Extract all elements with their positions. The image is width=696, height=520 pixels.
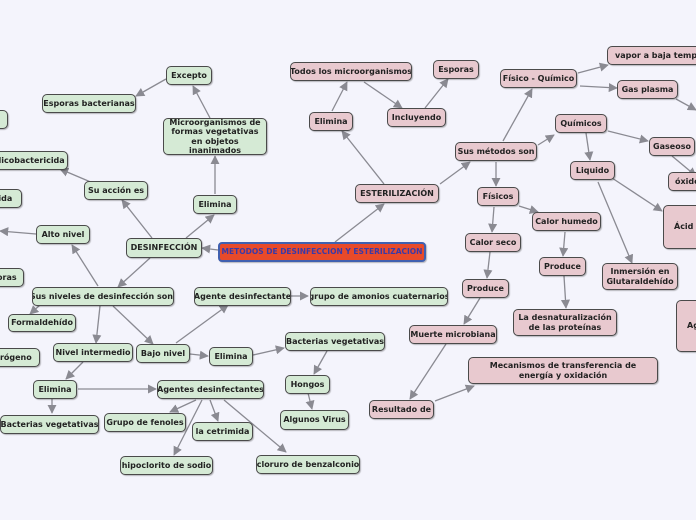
su-accion-es-node[interactable]: Su acción es <box>84 181 148 200</box>
micobactericida-node[interactable]: Micobactericida <box>0 151 68 170</box>
elimina-intermedio-node[interactable]: Elimina <box>33 380 77 399</box>
nivel-intermedio-node[interactable]: Nivel intermedio <box>53 343 133 362</box>
esporas-node[interactable]: Esporas <box>433 60 479 79</box>
fisicos-node[interactable]: Físicos <box>477 187 519 206</box>
alto-nivel-node[interactable]: Alto nivel <box>36 225 90 244</box>
sus-niveles-node[interactable]: Sus niveles de desinfección son: <box>32 287 174 306</box>
partial-top-node[interactable] <box>0 110 8 129</box>
incluyendo-node[interactable]: Incluyendo <box>387 108 446 127</box>
cetrimida-node[interactable]: la cetrimida <box>192 422 253 441</box>
mecanismos-transferencia-node[interactable]: Mecanismos de transferencia de energía y… <box>468 357 658 384</box>
produce-humedo-node[interactable]: Produce <box>539 257 586 276</box>
cloruro-benzalconio-node[interactable]: cloruro de benzalconio <box>256 455 360 474</box>
acido-peracetico-node[interactable]: Ácid peracé 0,2% 30° <box>663 205 696 249</box>
cida-node[interactable]: cida <box>0 189 22 208</box>
ag-partial-node[interactable]: Ag es ba <box>676 300 696 352</box>
vapor-baja-temperatura-node[interactable]: vapor a baja tempera <box>607 46 696 65</box>
todos-microorganismos-node[interactable]: Todos los microorganismos <box>290 62 412 81</box>
quimicos-node[interactable]: Químicos <box>555 114 607 133</box>
fisico-quimico-node[interactable]: Físico - Químico <box>500 69 577 88</box>
microorganismos-formas-vegetativas-node[interactable]: Microorganismos de formas vegetativas en… <box>163 118 267 155</box>
hongos-node[interactable]: Hongos <box>285 375 330 394</box>
esterilizacion-node[interactable]: ESTERILIZACIÓN <box>355 184 439 203</box>
grupo-amonios-node[interactable]: grupo de amonios cuaternarios <box>310 287 448 306</box>
hipoclorito-node[interactable]: hipoclorito de sodio <box>120 456 213 475</box>
agente-desinfectante-node[interactable]: Agente desinfectante <box>194 287 291 306</box>
grupo-fenoles-node[interactable]: Grupo de fenoles <box>104 413 186 432</box>
resultado-de-node[interactable]: Resultado de <box>369 400 434 419</box>
sus-metodos-node[interactable]: Sus métodos son <box>455 142 537 161</box>
excepto-node[interactable]: Excepto <box>166 66 212 85</box>
formaldehido-node[interactable]: Formaldehído <box>8 314 76 332</box>
gas-plasma-node[interactable]: Gas plasma <box>617 80 678 99</box>
central-topic-node[interactable]: METODOS DE DESINFECCION Y ESTERILIZACION <box>218 242 426 262</box>
elimina-desinfeccion-node[interactable]: Elimina <box>193 195 237 214</box>
poras-node[interactable]: poras <box>0 268 24 287</box>
drogeno-node[interactable]: drógeno <box>0 348 40 367</box>
liquido-node[interactable]: Liquido <box>570 161 615 180</box>
gaseoso-node[interactable]: Gaseoso <box>649 137 695 156</box>
desinfeccion-node[interactable]: DESINFECCIÓN <box>126 238 202 258</box>
desnaturalizacion-node[interactable]: La desnaturalización de las proteínas <box>513 309 617 336</box>
inmersion-glutaraldehido-node[interactable]: Inmersión en Glutaraldehído <box>602 263 678 290</box>
agentes-desinfectantes-node[interactable]: Agentes desinfectantes <box>157 380 264 399</box>
bajo-nivel-node[interactable]: Bajo nivel <box>136 344 190 363</box>
produce-seco-node[interactable]: Produce <box>462 279 509 298</box>
bacterias-vegetativas-left-node[interactable]: Bacterias vegetativas <box>0 415 99 434</box>
bacterias-vegetativas-right-node[interactable]: Bacterias vegetativas <box>285 332 385 351</box>
calor-seco-node[interactable]: Calor seco <box>465 233 521 252</box>
calor-humedo-node[interactable]: Calor humedo <box>532 212 601 231</box>
oxido-node[interactable]: óxido <box>668 172 696 191</box>
muerte-microbiana-node[interactable]: Muerte microbiana <box>409 325 497 344</box>
elimina-esterilizacion-node[interactable]: Elimina <box>309 112 353 131</box>
algunos-virus-node[interactable]: Algunos Virus <box>280 410 349 430</box>
esporas-bacterianas-node[interactable]: Esporas bacterianas <box>42 94 136 113</box>
elimina-bajo-node[interactable]: Elimina <box>209 347 253 366</box>
